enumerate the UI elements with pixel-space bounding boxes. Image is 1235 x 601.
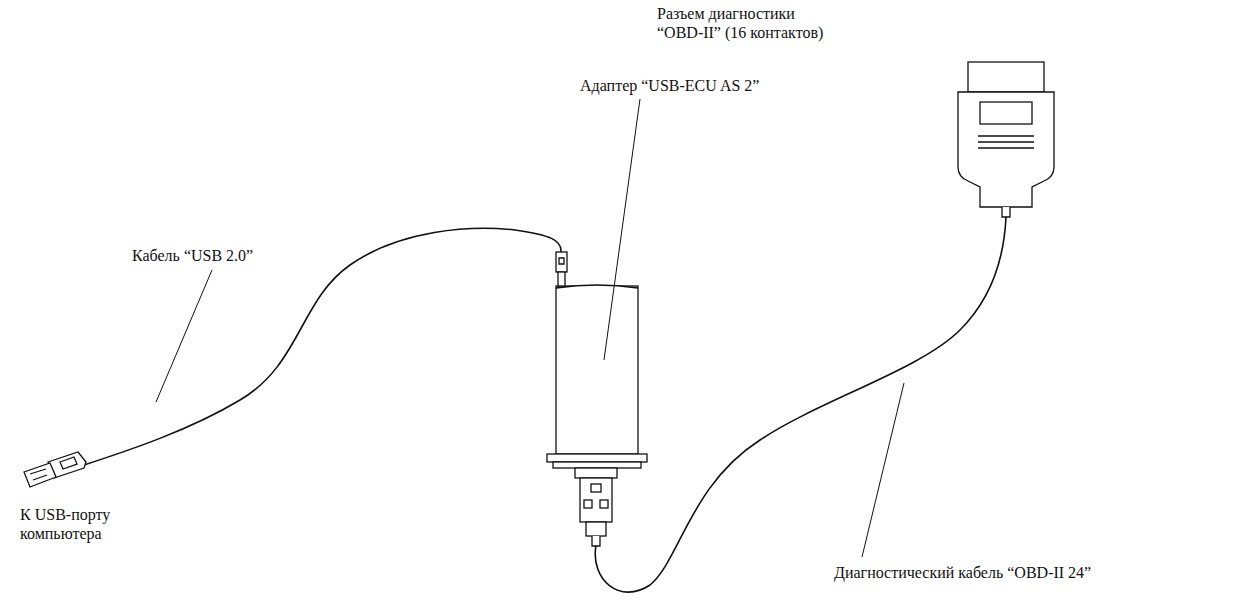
obd-plug bbox=[958, 62, 1054, 217]
adapter-label: Адаптер “USB-ECU AS 2” bbox=[578, 76, 792, 95]
cable-label: Кабель “USB 2.0” bbox=[130, 246, 304, 265]
connector-label: Разъем диагностики “OBD-II” (16 контакто… bbox=[655, 4, 847, 42]
adapter-box bbox=[547, 285, 647, 546]
usb-cable bbox=[84, 228, 561, 465]
usb-a-plug bbox=[24, 452, 86, 487]
port-label: К USB-порту компьютера bbox=[18, 505, 142, 543]
leader-lines bbox=[156, 99, 904, 557]
mini-usb-plug bbox=[556, 252, 567, 286]
obd-cable bbox=[595, 217, 1006, 592]
cable-label: Диагностический кабель “OBD-II 24” bbox=[832, 563, 1166, 582]
